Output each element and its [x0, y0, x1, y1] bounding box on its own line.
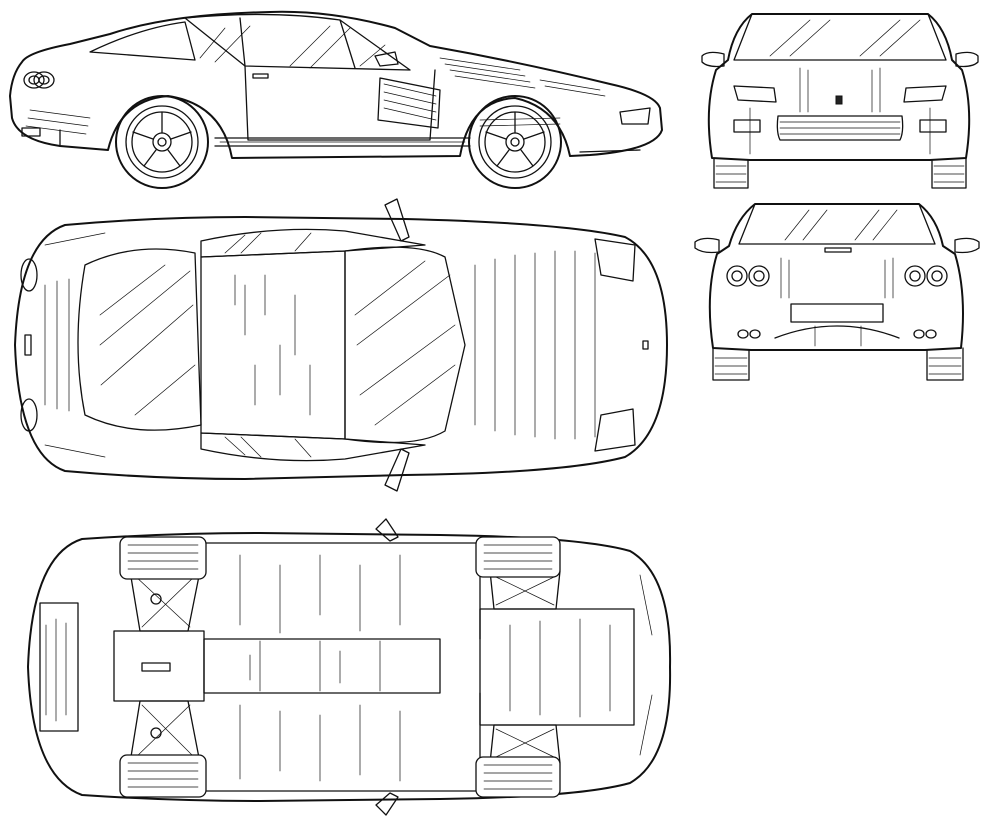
front-elevation-view	[690, 8, 990, 193]
front-headlights	[734, 86, 946, 104]
front-body-outline	[709, 14, 969, 160]
side-lamps	[22, 72, 650, 136]
top-roof	[201, 251, 345, 439]
bottom-plan-view	[20, 515, 675, 820]
top-side-windows	[201, 229, 425, 460]
bottom-floor-panels	[204, 543, 480, 791]
side-elevation-view	[0, 0, 680, 200]
rear-window	[739, 204, 935, 244]
side-windows	[90, 14, 410, 70]
bottom-tires	[120, 537, 560, 797]
bottom-front-panel	[480, 575, 652, 755]
top-rear-deck	[78, 249, 201, 430]
rear-taillights	[727, 248, 947, 286]
rear-mirrors	[695, 238, 979, 252]
bottom-center-tunnel	[114, 631, 440, 701]
side-mirror	[375, 52, 398, 66]
front-wheel	[469, 96, 561, 188]
side-sill-hatching	[26, 58, 605, 146]
rear-plate-recess	[791, 304, 883, 322]
top-rear-lamps	[21, 259, 37, 431]
front-tires	[714, 158, 966, 188]
rear-hatching	[781, 258, 893, 346]
front-windshield	[734, 14, 946, 60]
rear-body-outline	[710, 204, 963, 350]
bottom-rear-suspension	[130, 571, 200, 763]
bottom-front-suspension	[490, 571, 560, 763]
top-body-hatching	[45, 233, 105, 457]
bottom-mirrors	[376, 519, 398, 815]
rear-exhausts	[738, 326, 936, 338]
rear-tires	[713, 348, 963, 380]
front-grille	[734, 116, 946, 140]
top-windshield	[345, 247, 465, 442]
top-body-outline	[15, 217, 667, 479]
front-hood-hatching	[750, 68, 930, 154]
side-door-and-intake	[245, 66, 440, 140]
top-plan-view	[5, 195, 670, 505]
bottom-body-outline	[28, 533, 670, 801]
top-mirrors	[385, 199, 409, 491]
rear-elevation-view	[685, 198, 990, 388]
top-hood	[475, 239, 648, 451]
rear-wheel	[116, 96, 208, 188]
front-mirrors	[702, 52, 978, 66]
bottom-rear-diffuser	[40, 603, 78, 731]
side-body-outline	[10, 12, 662, 158]
